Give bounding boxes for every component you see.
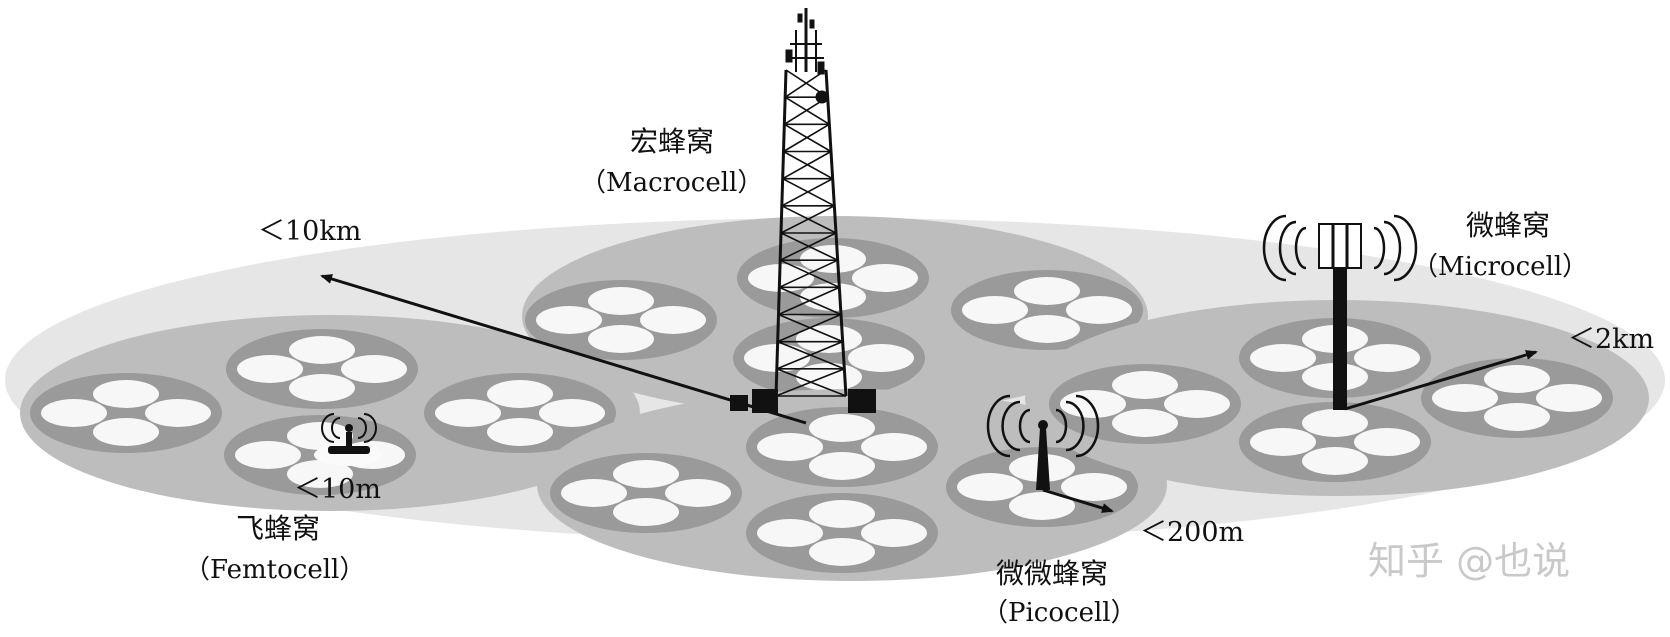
sub-cell-ring [746,407,938,487]
cell [1112,371,1178,399]
cell [1302,409,1368,437]
cell [588,325,654,353]
cell [848,344,914,372]
cell [235,441,301,469]
cell [487,418,553,446]
cell [1536,384,1602,412]
cell [1354,344,1420,372]
cell [1250,428,1316,456]
cell [41,399,107,427]
macrocell-label: 宏蜂窝 [630,125,715,158]
cell [289,374,355,402]
cell [796,325,862,353]
macro-tower-icon [774,8,848,397]
cell [287,422,353,450]
sub-cell-ring [746,493,938,573]
sub-cell-ring [424,373,616,453]
cell [536,306,602,334]
femtocell-en-label: （Femtocell） [184,555,366,585]
cell [1009,492,1075,520]
femto-distance-label: ＜10m [294,474,381,505]
micro-distance-label: ＜2km [1568,324,1655,355]
picocell-en-label: （Picocell） [982,598,1137,628]
micro-cluster [1025,300,1649,496]
cell [1164,390,1230,418]
cell [588,287,654,315]
microcell-label: 微蜂窝 [1466,209,1551,242]
cell [289,336,355,364]
picocell-label: 微微蜂窝 [996,557,1109,590]
macrocell-en-label: （Macrocell） [580,168,764,198]
cell [800,245,866,273]
sub-cell-ring [951,270,1143,350]
cell [93,380,159,408]
cell [957,473,1023,501]
sub-cell-ring [30,373,222,453]
sub-cell-ring [1421,358,1613,438]
sub-cell-ring [1239,402,1431,482]
femto-device-icon [314,413,382,466]
cell [1060,390,1126,418]
micro-range-arrow [1344,350,1538,411]
cell [1014,315,1080,343]
cell [962,296,1028,324]
cell [796,363,862,391]
cell [1014,277,1080,305]
cell [640,306,706,334]
pico-antenna-icon [986,394,1100,490]
sub-cell-ring [733,318,925,398]
cell [341,355,407,383]
cell [809,500,875,528]
cell [809,414,875,442]
cell [561,479,627,507]
watermark: 知乎 @也说 [1368,539,1571,583]
cell [435,399,501,427]
sub-cell-ring [525,280,717,360]
cell [1302,447,1368,475]
cell [487,380,553,408]
cell [613,498,679,526]
femtocell-label: 飞蜂窝 [236,512,321,545]
microcell-en-label: （Microcell） [1412,252,1589,282]
cell [861,433,927,461]
cell [93,418,159,446]
cell [1484,365,1550,393]
cell [287,460,353,488]
sub-cell-ring [550,453,742,533]
cell [1066,296,1132,324]
cell [665,479,731,507]
cell [1250,344,1316,372]
pico-range-arrow [1042,488,1114,513]
cell [1432,384,1498,412]
cluster-area [20,315,640,511]
cell [852,264,918,292]
cell [757,519,823,547]
cell [613,460,679,488]
macro-distance-label: ＜10km [258,216,362,247]
micro-antenna-icon [1262,214,1418,410]
cell [145,399,211,427]
pico-cluster [537,389,1167,581]
cell [1112,409,1178,437]
macro-range-arrow [320,274,807,425]
cell [1354,428,1420,456]
sub-cell-ring [226,329,418,409]
cell [809,452,875,480]
femto-cluster [20,315,640,511]
cell [809,538,875,566]
cell [1061,473,1127,501]
cell [861,519,927,547]
cell [539,399,605,427]
cell [237,355,303,383]
pico-distance-label: ＜200m [1140,517,1245,548]
cell [1484,403,1550,431]
cell [757,433,823,461]
